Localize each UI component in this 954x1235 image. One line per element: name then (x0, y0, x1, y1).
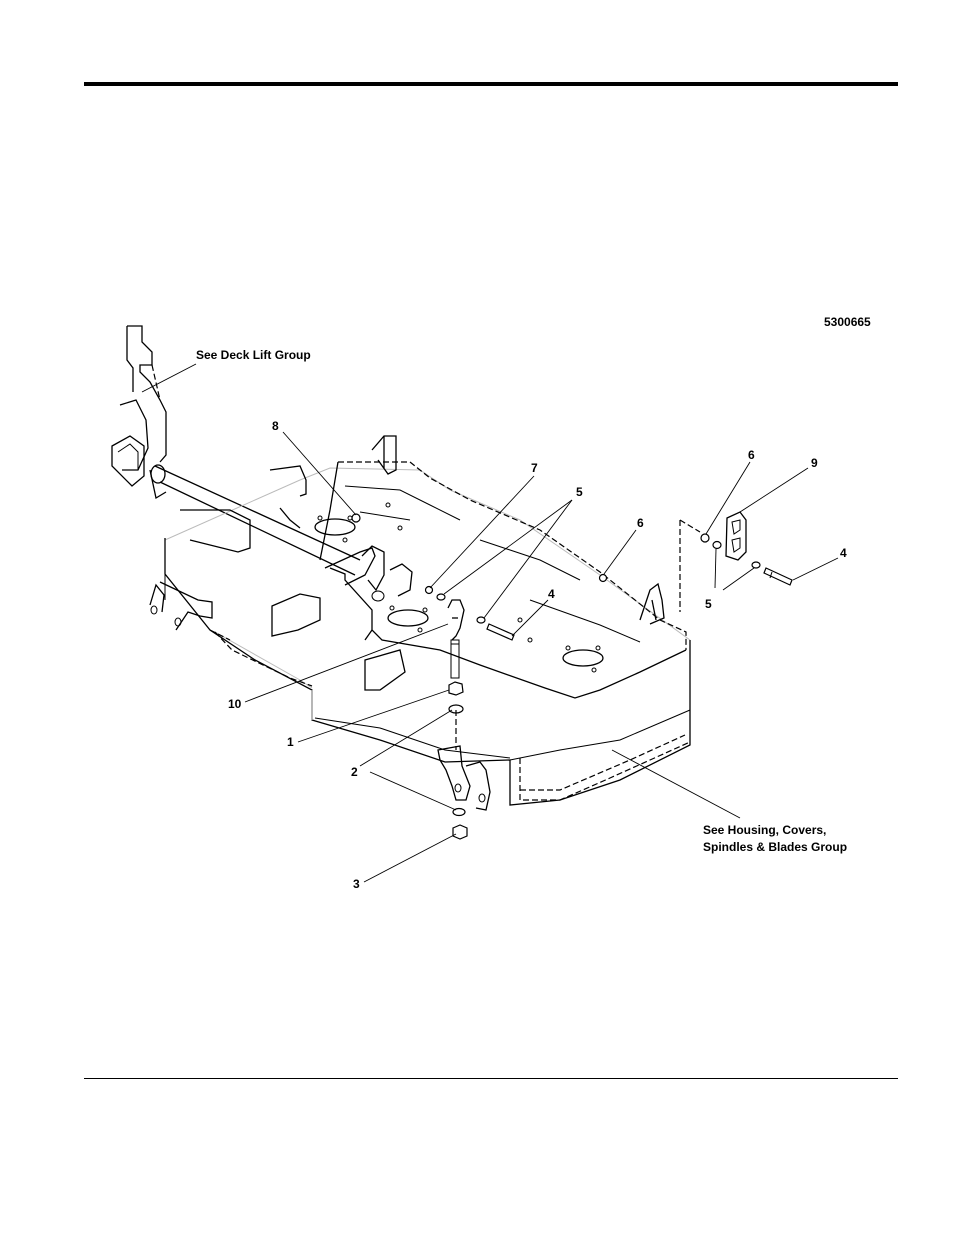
deck-lift-reference: See Deck Lift Group (196, 348, 311, 362)
callout-2: 2 (351, 765, 358, 779)
callout-6-right: 6 (748, 448, 755, 462)
link-assembly (680, 512, 792, 612)
deck-lift-arm (112, 326, 166, 498)
center-hardware (438, 600, 490, 839)
callout-9: 9 (811, 456, 818, 470)
callout-7: 7 (531, 461, 538, 475)
deck-housing (150, 468, 690, 805)
callout-5-right: 5 (705, 597, 712, 611)
callout-1: 1 (287, 735, 294, 749)
leader-lines (142, 364, 838, 882)
callout-4-center: 4 (548, 587, 555, 601)
footer-rule (84, 1078, 898, 1079)
callout-10: 10 (228, 697, 242, 711)
deck-top-plate (315, 462, 686, 698)
callout-4-right: 4 (840, 546, 847, 560)
housing-reference-line2: Spindles & Blades Group (703, 840, 847, 854)
plate-brackets (180, 436, 664, 690)
callout-5-center: 5 (576, 485, 583, 499)
callout-6-center: 6 (637, 516, 644, 530)
housing-reference-line1: See Housing, Covers, (703, 823, 826, 837)
figure-part-number: 5300665 (824, 315, 871, 329)
callout-3: 3 (353, 877, 360, 891)
callout-8: 8 (272, 419, 279, 433)
